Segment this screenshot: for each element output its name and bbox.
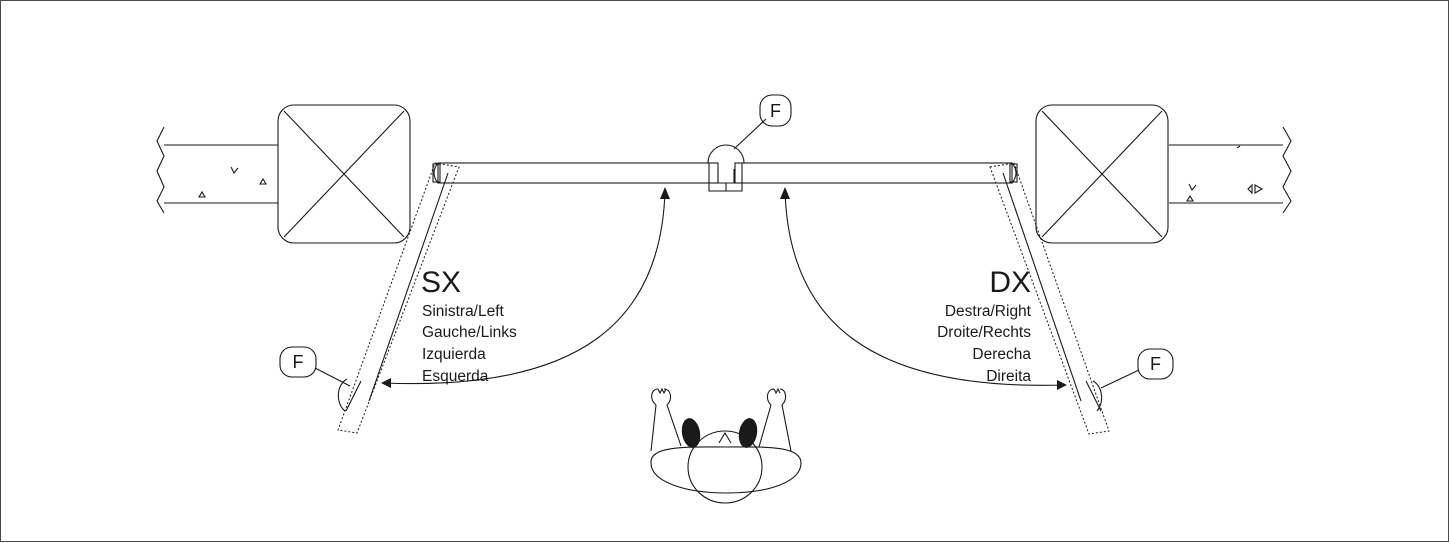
left-name-1: Sinistra/Left: [422, 303, 505, 320]
left-side-labels: SX Sinistra/Left Gauche/Links Izquierda …: [421, 266, 517, 385]
right-name-4: Direita: [986, 368, 1031, 385]
left-code: SX: [421, 266, 461, 299]
center-stop-callout: F: [733, 94, 792, 150]
right-gate-leaf-open: [989, 162, 1110, 435]
left-swing-arc: [381, 187, 670, 388]
right-pillar: [1035, 104, 1169, 244]
right-stop-label: F: [1150, 354, 1161, 374]
right-code: DX: [989, 266, 1031, 299]
left-name-4: Esquerda: [422, 368, 489, 385]
right-stop-callout: F: [1100, 348, 1174, 389]
left-gate-leaf-open: [337, 162, 460, 434]
right-swing-arc: [780, 187, 1067, 390]
right-wall: [1169, 126, 1292, 214]
center-ground-stop: [707, 144, 745, 192]
left-pillar: [277, 104, 411, 244]
left-gate-leaf-closed: [432, 162, 719, 184]
left-name-2: Gauche/Links: [422, 324, 517, 341]
right-gate-leaf-closed: [734, 162, 1018, 184]
left-name-3: Izquierda: [422, 346, 486, 363]
left-wall: [156, 126, 278, 214]
left-stop-label: F: [293, 352, 304, 372]
person-top-view-icon: [650, 387, 802, 504]
right-name-2: Droite/Rechts: [937, 324, 1031, 341]
center-stop-label: F: [770, 101, 781, 121]
right-name-3: Derecha: [972, 346, 1031, 363]
right-name-1: Destra/Right: [945, 303, 1032, 320]
right-side-labels: DX Destra/Right Droite/Rechts Derecha Di…: [937, 266, 1032, 385]
left-stop-callout: F: [279, 346, 351, 387]
